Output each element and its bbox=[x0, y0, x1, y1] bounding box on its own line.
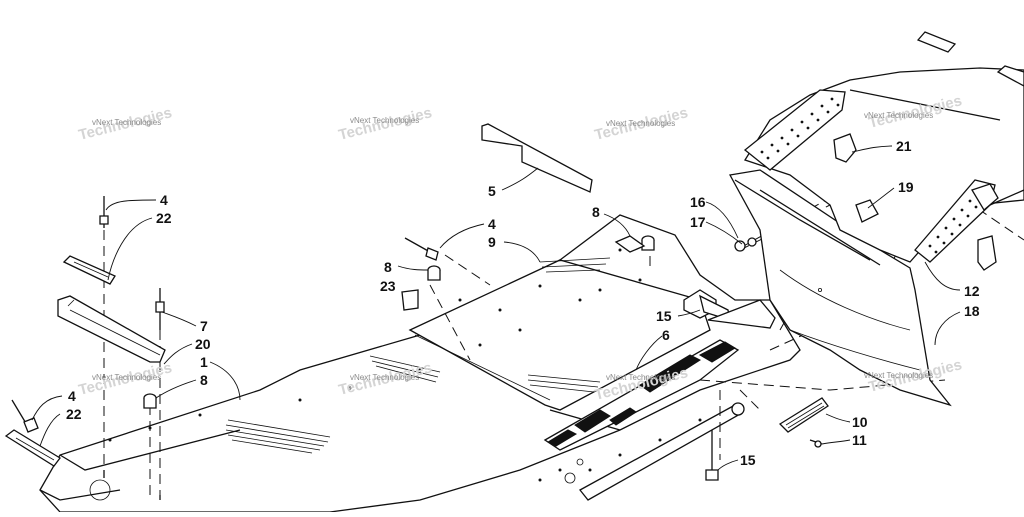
tunnel-panel bbox=[39, 214, 801, 513]
callout-8: 8 bbox=[592, 204, 600, 220]
callout-labels: 4 22 7 20 1 8 4 22 5 4 9 8 23 8 15 6 16 … bbox=[66, 138, 980, 468]
callout-4: 4 bbox=[160, 192, 168, 208]
watermark: vNext Technologies bbox=[92, 373, 161, 382]
callout-23: 23 bbox=[380, 278, 396, 294]
callout-11: 11 bbox=[852, 432, 867, 448]
center-hardware bbox=[401, 235, 776, 329]
heat-shield-strip bbox=[481, 123, 593, 193]
washer-nut bbox=[734, 237, 757, 252]
callout-8: 8 bbox=[384, 259, 392, 275]
rear-bumper-housing bbox=[743, 31, 1024, 271]
callout-7: 7 bbox=[200, 318, 208, 334]
watermark: vNext Technologies bbox=[864, 111, 933, 120]
callout-15: 15 bbox=[740, 452, 756, 468]
left-hardware bbox=[4, 196, 166, 500]
watermark: vNext Technologies bbox=[92, 118, 161, 127]
tunnel-decal bbox=[543, 339, 740, 451]
callout-22: 22 bbox=[156, 210, 172, 226]
rear-bumper-bar bbox=[579, 402, 745, 501]
callout-5: 5 bbox=[488, 183, 496, 199]
callout-16: 16 bbox=[690, 194, 706, 210]
callout-12: 12 bbox=[964, 283, 980, 299]
callout-4: 4 bbox=[68, 388, 76, 404]
callout-9: 9 bbox=[488, 234, 496, 250]
callout-17: 17 bbox=[690, 214, 706, 230]
callout-18: 18 bbox=[964, 303, 980, 319]
callout-10: 10 bbox=[852, 414, 868, 430]
callout-20: 20 bbox=[195, 336, 211, 352]
callout-6: 6 bbox=[662, 327, 670, 343]
watermark: vNext Technologies bbox=[350, 373, 419, 382]
reflector-hardware bbox=[705, 397, 829, 481]
snow-flap bbox=[728, 169, 952, 407]
watermark: vNext Technologies bbox=[864, 371, 933, 380]
callout-15: 15 bbox=[656, 308, 672, 324]
callout-4: 4 bbox=[488, 216, 496, 232]
watermark: vNext Technologies bbox=[606, 119, 675, 128]
leader-lines bbox=[31, 145, 961, 471]
watermark: vNext Technologies bbox=[350, 116, 419, 125]
callout-1: 1 bbox=[200, 354, 208, 370]
callout-19: 19 bbox=[898, 179, 914, 195]
callout-8: 8 bbox=[200, 372, 208, 388]
watermark: vNext Technologies bbox=[606, 373, 675, 382]
callout-21: 21 bbox=[896, 138, 912, 154]
callout-22: 22 bbox=[66, 406, 82, 422]
